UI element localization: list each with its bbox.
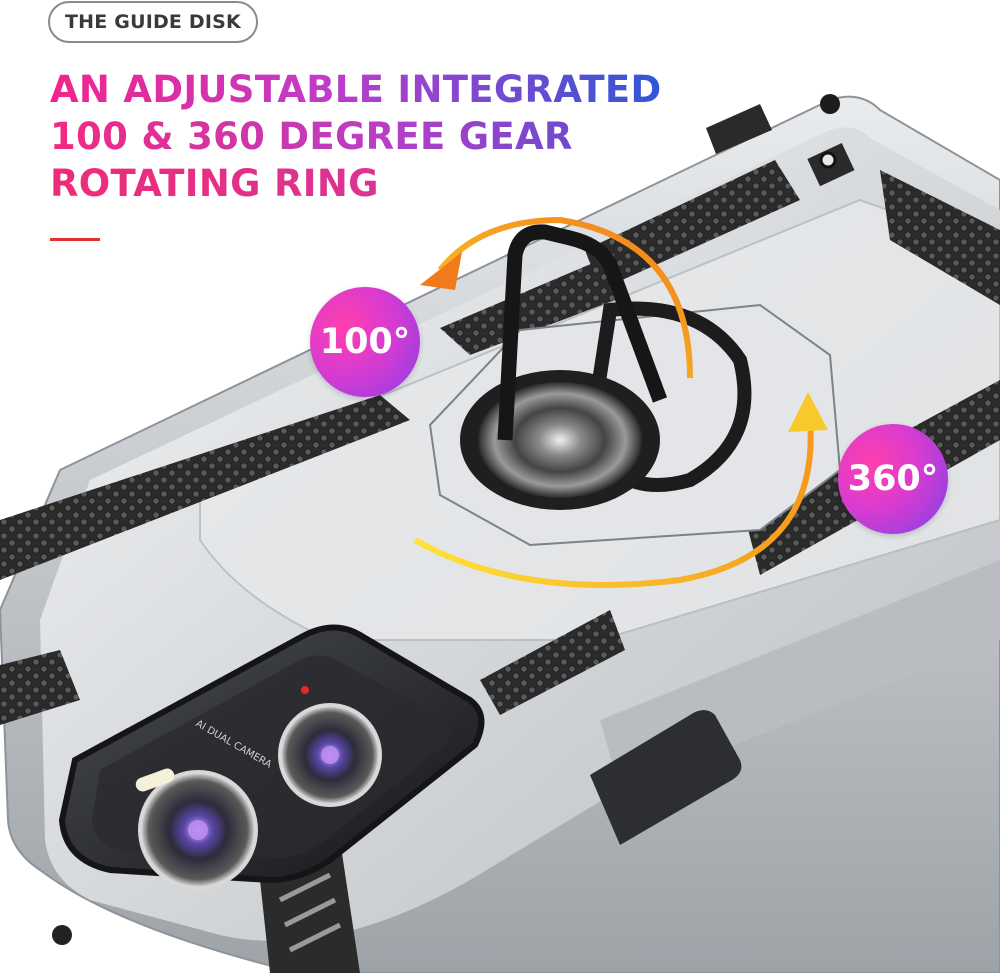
camera-hole xyxy=(820,94,840,114)
rotation-arc-360 xyxy=(413,419,814,588)
grip-strip-lower xyxy=(480,610,625,715)
grip-strip-bottom-left xyxy=(0,650,80,725)
grip-strip-upper-left xyxy=(440,260,615,355)
arrow-head-100 xyxy=(420,252,462,290)
side-button xyxy=(706,104,772,154)
arrow-head-360 xyxy=(788,392,828,432)
rotation-arc-100 xyxy=(437,216,693,379)
guide-disk xyxy=(478,382,642,498)
volume-button xyxy=(590,710,742,845)
headline-line-3: ROTATING RING xyxy=(50,160,662,207)
ring-kickstand xyxy=(497,224,668,441)
headline-line-2: 100 & 360 DEGREE GEAR xyxy=(50,113,662,160)
grip-strip-top-right xyxy=(880,170,1000,305)
grip-strip-left xyxy=(0,395,410,580)
headline-line-1: AN ADJUSTABLE INTEGRATED xyxy=(50,68,662,111)
mic-hole xyxy=(52,925,72,945)
badge-360-degree: 360° xyxy=(838,424,948,534)
headline: AN ADJUSTABLE INTEGRATED 100 & 360 DEGRE… xyxy=(50,66,662,207)
badge-100-degree: 100° xyxy=(310,287,420,397)
grip-strip-top xyxy=(585,160,800,290)
guide-disk-label: THE GUIDE DISK xyxy=(48,1,258,43)
camera-indicator-dot xyxy=(301,686,309,694)
accent-divider xyxy=(50,238,100,241)
camera-flash xyxy=(135,768,175,792)
